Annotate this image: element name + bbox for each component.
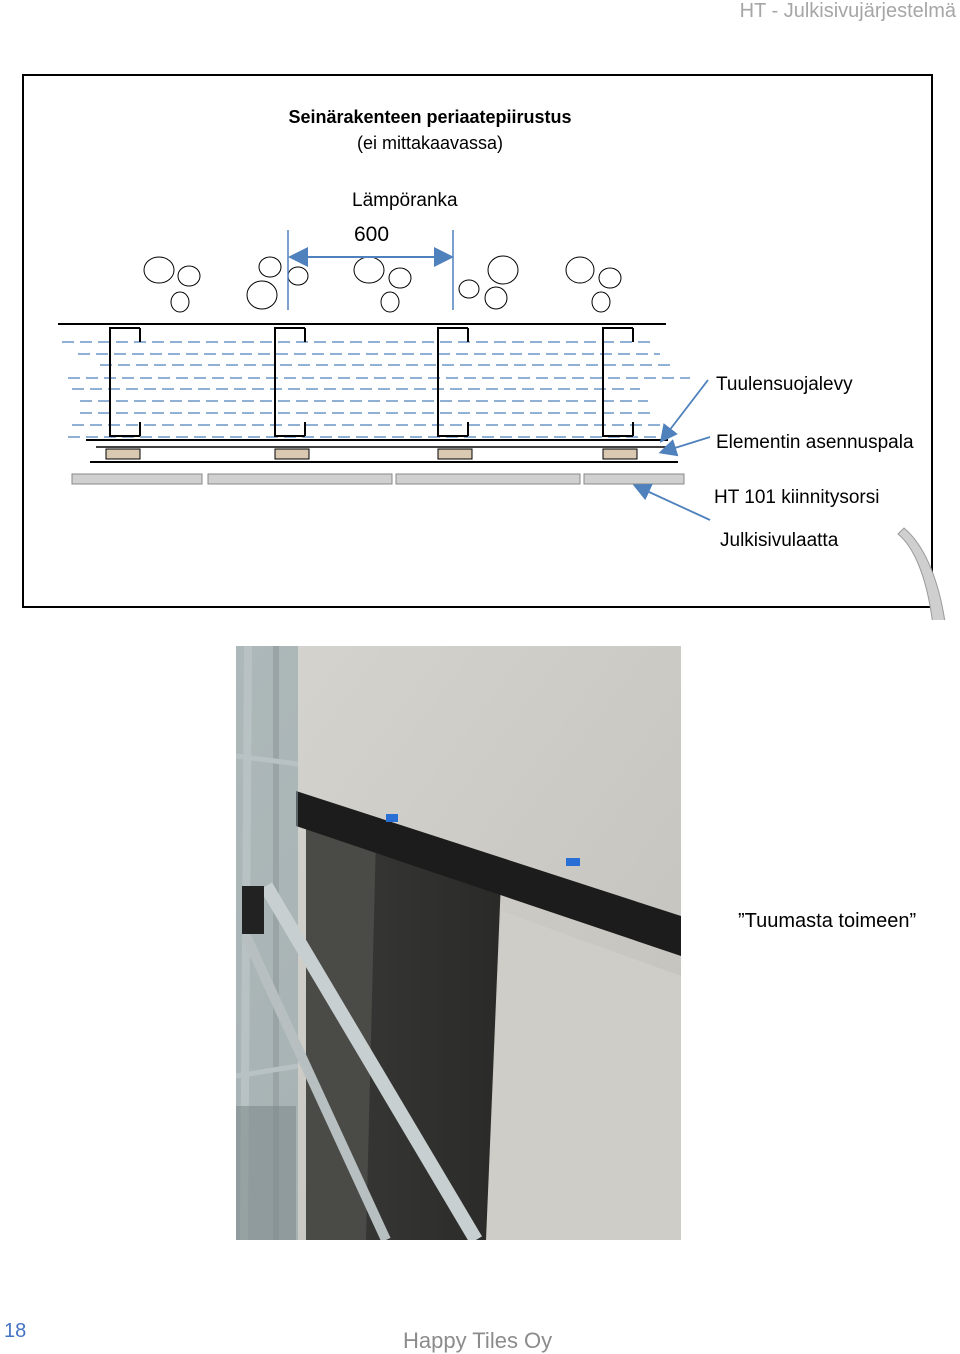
- insulation-bubbles: [143, 255, 622, 313]
- footer-company: Happy Tiles Oy: [403, 1328, 553, 1353]
- diagram-frame: [22, 74, 933, 608]
- label-tile: Julkisivulaatta: [720, 530, 839, 551]
- wall-structure-diagram: [58, 230, 946, 620]
- label-mount-piece: Elementin asennuspala: [716, 432, 914, 453]
- diagram-title: Seinärakenteen periaatepiirustus: [288, 107, 572, 127]
- photo-caption: ”Tuumasta toimeen”: [738, 910, 917, 932]
- header-title: HT - Julkisivujärjestelmä: [739, 0, 956, 22]
- label-rail: HT 101 kiinnitysorsi: [714, 487, 880, 508]
- construction-photo: [236, 646, 681, 1240]
- diagram-subtitle: (ei mittakaavassa): [356, 133, 504, 153]
- wind-board-lines: [62, 341, 690, 438]
- page-number: 18: [4, 1320, 27, 1342]
- mounting-pieces: [105, 448, 638, 460]
- dimension-label: 600: [354, 223, 390, 246]
- label-wind-board: Tuulensuojalevy: [716, 374, 853, 395]
- curved-arrow: [897, 527, 946, 620]
- studs: [109, 327, 634, 437]
- insulation-label: Lämpöranka: [352, 190, 458, 211]
- facade-tiles: [71, 473, 685, 485]
- label-arrows: [632, 379, 711, 521]
